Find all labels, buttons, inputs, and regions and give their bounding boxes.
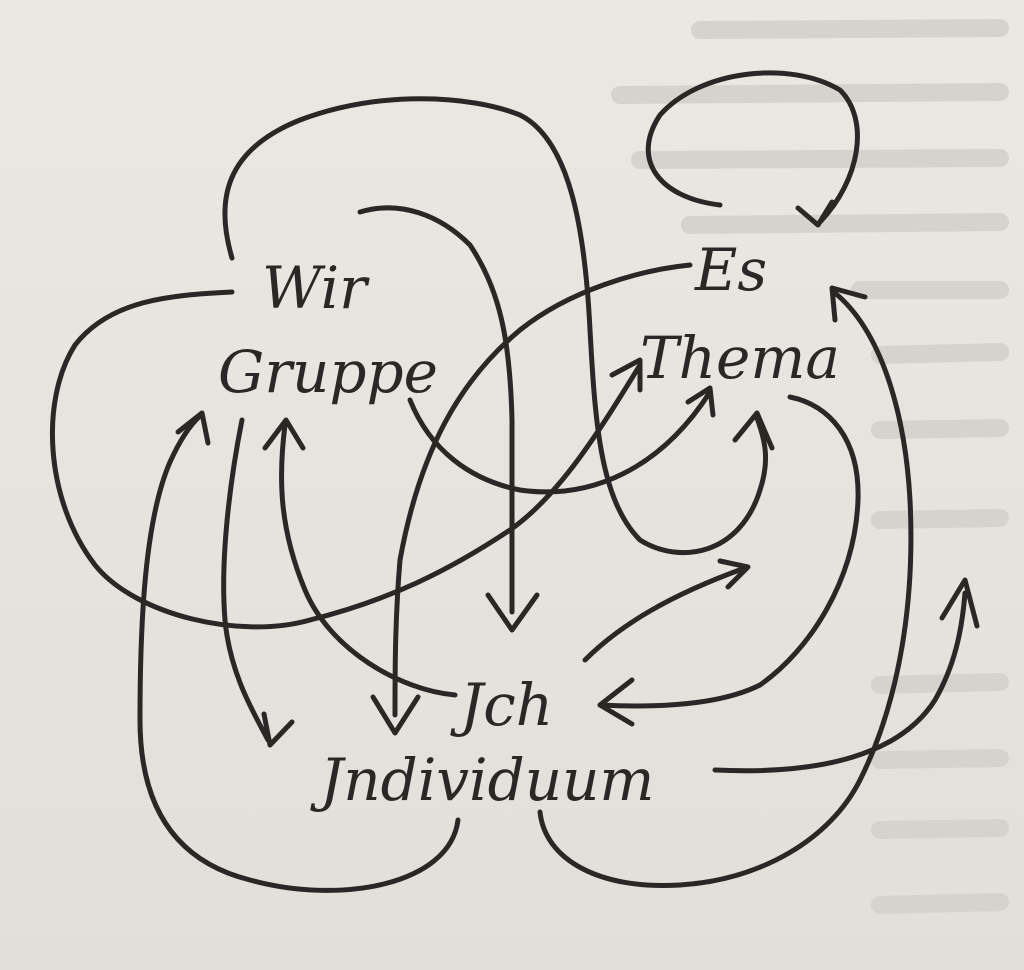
node-wir: Wir (262, 254, 370, 322)
edge-wir-to-thema-wide (49, 289, 643, 630)
edge-wir-to-ich (357, 205, 540, 633)
edge-es-self-loop (645, 70, 860, 228)
node-gruppe: Gruppe (218, 338, 438, 406)
edge-individuum-to-gruppe (137, 410, 461, 893)
node-ich: Jch (450, 671, 553, 739)
edge-ich-gruppe (262, 417, 458, 698)
node-es: Es (694, 236, 767, 304)
node-individuum: Jndividuum (310, 746, 654, 814)
edge-gruppe-to-individuum (221, 417, 295, 748)
edge-individuum-outward (712, 577, 980, 774)
edge-wir-to-thema (222, 96, 775, 555)
node-thema: Thema (640, 324, 840, 392)
edge-gruppe-to-thema (407, 385, 716, 495)
edge-individuum-to-es (537, 285, 914, 889)
edge-ich-to-thema (582, 558, 751, 663)
edge-es-to-individuum (370, 262, 693, 736)
edge-thema-to-ich (597, 394, 861, 727)
paper-show-through (611, 19, 1009, 914)
